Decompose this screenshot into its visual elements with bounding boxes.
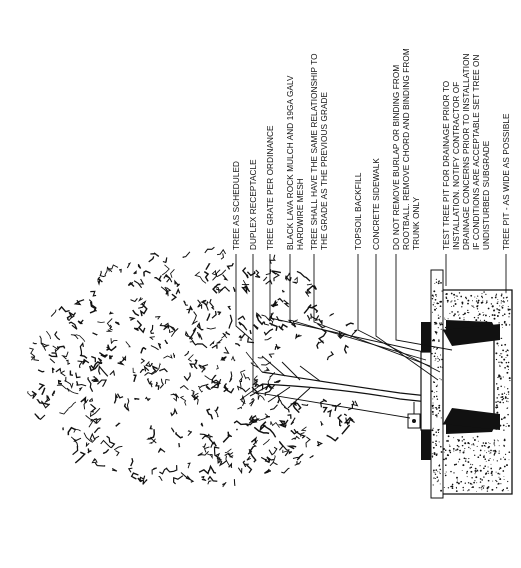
note-3-line-1: TREE GRATE PER ORDINANCE (266, 125, 275, 250)
note-9-line-1: TEST TREE PIT FOR DRAINAGE PRIOR TO (442, 81, 451, 250)
note-10-line-1: TREE PIT - AS WIDE AS POSSIBLE (502, 113, 511, 250)
note-8-line-3: TRUNK ONLY (412, 196, 421, 250)
note-6-line-1: TOPSOIL BACKFILL (354, 172, 363, 250)
note-9-line-4: IF CONDITIONS ARE ACCEPTABLE SET TREE ON (472, 54, 481, 250)
note-9-line-2: INSTALLATION. NOTIFY CONTRACTOR OF (452, 82, 461, 250)
note-9-line-3: DRAINAGE CONCERNS PRIOR TO INSTALLATION (462, 53, 471, 250)
note-1-line-1: TREE AS SCHEDULED (232, 161, 241, 250)
note-5-line-1: TREE SHALL HAVE THE SAME RELATIONSHIP TO (310, 53, 319, 250)
tree-grate (420, 322, 432, 460)
note-4-line-1: BLACK LAVA ROCK MULCH AND 19GA GALV (286, 75, 295, 250)
note-2-line-1: DUPLEX RECEPTACLE (249, 159, 258, 250)
callout-notes: TREE AS SCHEDULED DUPLEX RECEPTACLE TREE G… (232, 48, 511, 250)
tree-pit-wedges (443, 324, 500, 430)
note-8-line-2: ROOTBALL. REMOVE CHORD AND BINDING FROM (402, 48, 411, 250)
concrete-sidewalk (430, 269, 444, 499)
note-8-line-1: DO NOT REMOVE BURLAP OR BINDING FROM (392, 65, 401, 250)
leader-lines (235, 254, 507, 419)
duplex-receptacle (407, 402, 421, 429)
note-9-line-5: UNDISTURBED SUBGRADE (482, 140, 491, 250)
tree-canopy (27, 246, 359, 488)
note-5-line-2: THE GRADE AS THE PREVIOUS GRADE (320, 91, 329, 250)
note-4-line-2: HARDWIRE MESH (296, 178, 305, 250)
note-7-line-1: CONCRETE SIDEWALK (372, 158, 381, 250)
tree-trunk (239, 351, 429, 409)
